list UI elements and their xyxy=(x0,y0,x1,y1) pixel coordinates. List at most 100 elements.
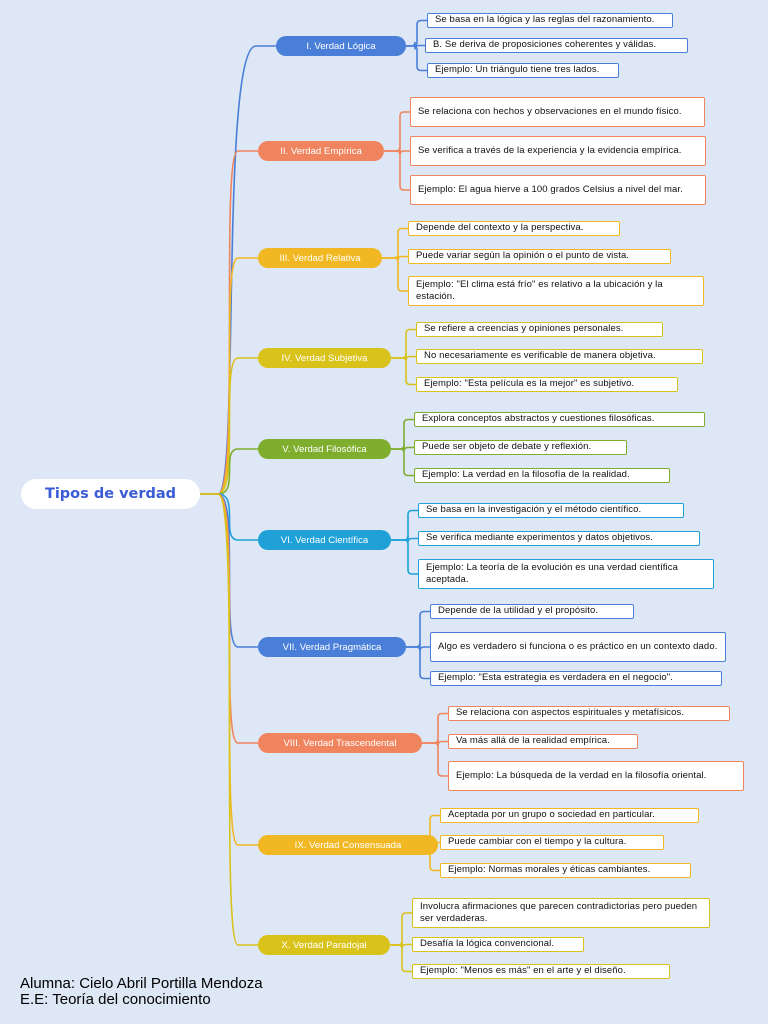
leaf-text: Se basa en la investigación y el método … xyxy=(426,504,642,516)
connector-branch-3-leaf-1 xyxy=(382,227,408,259)
leaf-text: Se verifica a través de la experiencia y… xyxy=(418,144,682,156)
leaf-node-3-3[interactable]: Ejemplo: "El clima está frío" es relativ… xyxy=(408,276,704,306)
leaf-text: Ejemplo: Un triángulo tiene tres lados. xyxy=(435,64,600,76)
branch-node-5[interactable]: V. Verdad Filosófica xyxy=(258,439,391,459)
branch-node-10[interactable]: X. Verdad Paradojal xyxy=(258,935,390,955)
connector-branch-4-leaf-3 xyxy=(391,357,416,386)
leaf-node-4-1[interactable]: Se refiere a creencias y opiniones perso… xyxy=(416,322,663,337)
leaf-node-10-1[interactable]: Involucra afirmaciones que parecen contr… xyxy=(412,898,710,928)
branch-node-2[interactable]: II. Verdad Empírica xyxy=(258,141,384,161)
connector-root-branch-1 xyxy=(200,45,276,495)
leaf-node-2-1[interactable]: Se relaciona con hechos y observaciones … xyxy=(410,97,705,127)
leaf-node-3-2[interactable]: Puede variar según la opinión o el punto… xyxy=(408,249,671,264)
leaf-text: Explora conceptos abstractos y cuestione… xyxy=(422,413,655,425)
leaf-text: Ejemplo: El agua hierve a 100 grados Cel… xyxy=(418,183,683,195)
leaf-text: Ejemplo: "Menos es más" en el arte y el … xyxy=(420,965,626,977)
leaf-node-1-1[interactable]: Se basa en la lógica y las reglas del ra… xyxy=(427,13,673,28)
branch-label: III. Verdad Relativa xyxy=(279,252,361,264)
connector-branch-5-leaf-1 xyxy=(391,418,414,450)
leaf-text: Puede ser objeto de debate y reflexión. xyxy=(422,441,592,453)
branch-label: V. Verdad Filosófica xyxy=(282,443,367,455)
leaf-text: Se relaciona con aspectos espirituales y… xyxy=(456,707,685,719)
connector-branch-7-leaf-3 xyxy=(406,646,430,680)
leaf-node-1-3[interactable]: Ejemplo: Un triángulo tiene tres lados. xyxy=(427,63,619,78)
student-name: Alumna: Cielo Abril Portilla Mendoza xyxy=(20,975,263,992)
leaf-node-10-2[interactable]: Desafía la lógica convencional. xyxy=(412,937,584,952)
leaf-node-7-3[interactable]: Ejemplo: "Esta estrategia es verdadera e… xyxy=(430,671,722,686)
leaf-node-6-1[interactable]: Se basa en la investigación y el método … xyxy=(418,503,684,518)
leaf-node-8-1[interactable]: Se relaciona con aspectos espirituales y… xyxy=(448,706,730,721)
leaf-text: Algo es verdadero si funciona o es práct… xyxy=(438,640,718,652)
connector-branch-1-leaf-1 xyxy=(406,19,427,47)
leaf-text: Se verifica mediante experimentos y dato… xyxy=(426,532,653,544)
leaf-text: Ejemplo: Normas morales y éticas cambian… xyxy=(448,864,651,876)
leaf-node-6-3[interactable]: Ejemplo: La teoría de la evolución es un… xyxy=(418,559,714,589)
leaf-text: B. Se deriva de proposiciones coherentes… xyxy=(433,39,657,51)
leaf-text: Ejemplo: "El clima está frío" es relativ… xyxy=(416,278,663,303)
root-node-tipos-de-verdad[interactable]: Tipos de verdad xyxy=(21,479,200,509)
branch-node-6[interactable]: VI. Verdad Científica xyxy=(258,530,391,550)
root-title: Tipos de verdad xyxy=(44,486,177,502)
branch-label: VII. Verdad Pragmática xyxy=(282,641,382,653)
leaf-node-5-2[interactable]: Puede ser objeto de debate y reflexión. xyxy=(414,440,627,455)
branch-node-9[interactable]: IX. Verdad Consensuada xyxy=(258,835,438,855)
leaf-node-1-2[interactable]: B. Se deriva de proposiciones coherentes… xyxy=(425,38,688,53)
leaf-text: Depende del contexto y la perspectiva. xyxy=(416,222,584,234)
leaf-node-4-2[interactable]: No necesariamente es verificable de mane… xyxy=(416,349,703,364)
branch-label: II. Verdad Empírica xyxy=(280,145,362,157)
leaf-text: Aceptada por un grupo o sociedad en part… xyxy=(448,809,655,821)
leaf-node-9-3[interactable]: Ejemplo: Normas morales y éticas cambian… xyxy=(440,863,691,878)
leaf-node-6-2[interactable]: Se verifica mediante experimentos y dato… xyxy=(418,531,700,546)
leaf-node-5-1[interactable]: Explora conceptos abstractos y cuestione… xyxy=(414,412,705,427)
leaf-node-10-3[interactable]: Ejemplo: "Menos es más" en el arte y el … xyxy=(412,964,670,979)
connector-branch-4-leaf-1 xyxy=(391,328,416,359)
branch-node-7[interactable]: VII. Verdad Pragmática xyxy=(258,637,406,657)
leaf-node-9-2[interactable]: Puede cambiar con el tiempo y la cultura… xyxy=(440,835,664,850)
leaf-text: Ejemplo: La búsqueda de la verdad en la … xyxy=(456,769,707,781)
connector-branch-8-leaf-1 xyxy=(422,712,448,744)
leaf-text: Se relaciona con hechos y observaciones … xyxy=(418,105,682,117)
connector-branch-6-leaf-3 xyxy=(391,539,418,575)
connector-root-branch-4 xyxy=(200,357,258,495)
branch-label: VIII. Verdad Trascendental xyxy=(283,737,397,749)
leaf-node-4-3[interactable]: Ejemplo: "Esta película es la mejor" es … xyxy=(416,377,678,392)
branch-label: VI. Verdad Científica xyxy=(280,534,369,546)
leaf-node-7-2[interactable]: Algo es verdadero si funciona o es práct… xyxy=(430,632,726,662)
branch-node-4[interactable]: IV. Verdad Subjetiva xyxy=(258,348,391,368)
leaf-text: Se basa en la lógica y las reglas del ra… xyxy=(435,14,655,26)
leaf-node-9-1[interactable]: Aceptada por un grupo o sociedad en part… xyxy=(440,808,699,823)
connector-branch-2-leaf-3 xyxy=(384,150,410,191)
leaf-node-3-1[interactable]: Depende del contexto y la perspectiva. xyxy=(408,221,620,236)
branch-label: I. Verdad Lógica xyxy=(306,40,376,52)
leaf-text: Puede cambiar con el tiempo y la cultura… xyxy=(448,836,627,848)
connector-branch-3-leaf-3 xyxy=(382,257,408,292)
leaf-text: Involucra afirmaciones que parecen contr… xyxy=(420,900,698,925)
leaf-text: Se refiere a creencias y opiniones perso… xyxy=(424,323,624,335)
author-credits: Alumna: Cielo Abril Portilla Mendoza E.E… xyxy=(20,976,263,1008)
connector-root-branch-3 xyxy=(200,257,258,495)
branch-label: IV. Verdad Subjetiva xyxy=(281,352,368,364)
leaf-text: Ejemplo: La teoría de la evolución es un… xyxy=(426,561,678,586)
connector-branch-5-leaf-3 xyxy=(391,448,414,477)
connector-branch-1-leaf-3 xyxy=(406,45,427,72)
connector-branch-8-leaf-3 xyxy=(422,742,448,777)
connector-branch-10-leaf-3 xyxy=(390,944,412,973)
branch-label: IX. Verdad Consensuada xyxy=(294,839,402,851)
connector-branch-2-leaf-1 xyxy=(384,111,410,152)
branch-node-1[interactable]: I. Verdad Lógica xyxy=(276,36,406,56)
connector-branch-6-leaf-1 xyxy=(391,509,418,541)
branch-node-3[interactable]: III. Verdad Relativa xyxy=(258,248,382,268)
leaf-node-2-2[interactable]: Se verifica a través de la experiencia y… xyxy=(410,136,706,166)
leaf-node-2-3[interactable]: Ejemplo: El agua hierve a 100 grados Cel… xyxy=(410,175,706,205)
leaf-text: Desafía la lógica convencional. xyxy=(420,938,555,950)
connector-root-branch-10 xyxy=(200,493,258,946)
leaf-text: Depende de la utilidad y el propósito. xyxy=(438,605,599,617)
leaf-text: Ejemplo: "Esta película es la mejor" es … xyxy=(424,378,635,390)
leaf-node-5-3[interactable]: Ejemplo: La verdad en la filosofía de la… xyxy=(414,468,670,483)
leaf-node-8-2[interactable]: Va más allá de la realidad empírica. xyxy=(448,734,638,749)
leaf-node-8-3[interactable]: Ejemplo: La búsqueda de la verdad en la … xyxy=(448,761,744,791)
leaf-node-7-1[interactable]: Depende de la utilidad y el propósito. xyxy=(430,604,634,619)
leaf-text: No necesariamente es verificable de mane… xyxy=(424,350,656,362)
branch-node-8[interactable]: VIII. Verdad Trascendental xyxy=(258,733,422,753)
